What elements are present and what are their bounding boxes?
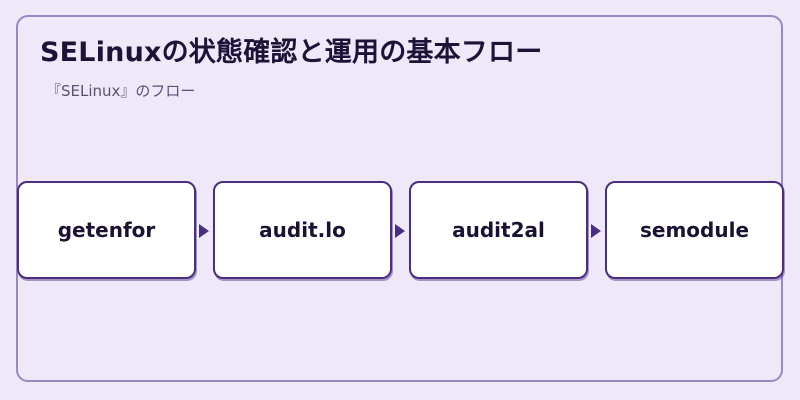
arrow-right-icon — [591, 224, 601, 238]
flow-step-getenforce: getenfor — [17, 181, 196, 279]
flow-step-label: audit2al — [452, 218, 545, 242]
page-title: SELinuxの状態確認と運用の基本フロー — [40, 37, 543, 68]
flow-step-label: getenfor — [57, 218, 156, 242]
flow-step-semodule: semodule — [605, 181, 784, 279]
flow-step-audit2allow: audit2al — [409, 181, 588, 279]
flow-step-audit-log: audit.lo — [213, 181, 392, 279]
arrow-right-icon — [395, 224, 405, 238]
page-subtitle: 『SELinux』のフロー — [46, 82, 196, 100]
flow-step-label: semodule — [639, 218, 750, 242]
flow-step-label: audit.lo — [259, 218, 346, 242]
arrow-right-icon — [199, 224, 209, 238]
